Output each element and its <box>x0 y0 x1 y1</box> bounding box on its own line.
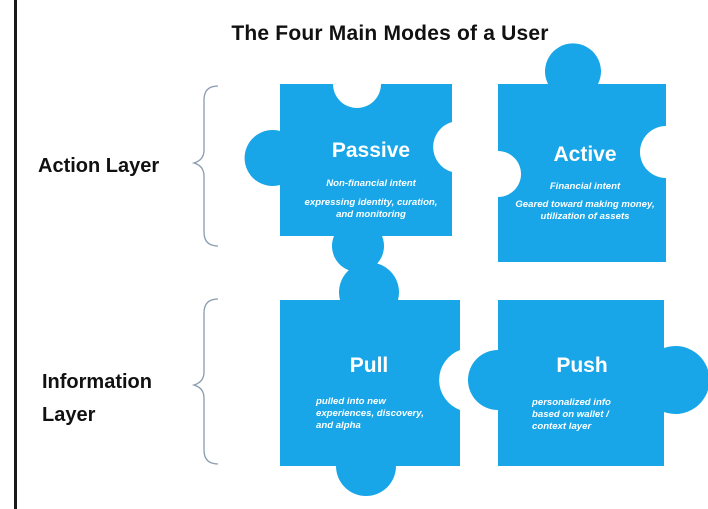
information-layer-bracket <box>191 298 219 465</box>
passive-intent: Non-financial intent <box>326 178 416 189</box>
active-puzzle-piece <box>498 43 666 262</box>
action-layer-bracket <box>191 85 219 247</box>
information-layer-label-line2: Layer <box>42 404 96 426</box>
diagram-title: The Four Main Modes of a User <box>231 22 549 45</box>
information-layer-label-line1: Information <box>42 371 152 393</box>
push-title: Push <box>556 354 608 377</box>
pull-title: Pull <box>349 354 389 377</box>
active-title: Active <box>553 143 617 166</box>
action-layer-label: Action Layer <box>38 155 160 177</box>
push-puzzle-piece <box>468 300 708 466</box>
information-layer-label: Information Layer <box>42 366 152 432</box>
pull-description: pulled into new experiences, discovery, … <box>316 396 424 431</box>
passive-description: expressing identity, curation, and monit… <box>304 197 438 220</box>
active-description: Geared toward making money, utilization … <box>515 199 655 222</box>
passive-puzzle-piece <box>244 84 452 272</box>
left-margin-rule <box>14 0 17 509</box>
push-description: personalized info based on wallet / cont… <box>532 397 611 432</box>
pull-puzzle-piece <box>280 262 460 496</box>
active-intent: Financial intent <box>549 181 621 192</box>
passive-title: Passive <box>331 139 411 162</box>
